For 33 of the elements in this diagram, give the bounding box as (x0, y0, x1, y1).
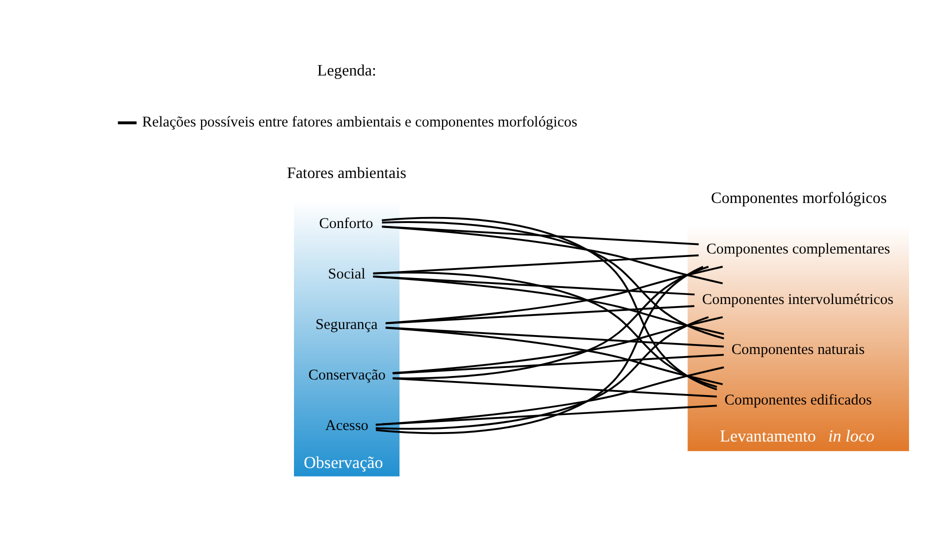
connector (373, 254, 699, 275)
legend-label: Relações possíveis entre fatores ambientais e componentes morfológicos (142, 114, 578, 130)
connector (376, 316, 709, 430)
connector (386, 266, 723, 324)
label: Fatores ambientais (286, 164, 406, 182)
connector (392, 354, 724, 374)
connector (382, 226, 699, 246)
connector (373, 276, 695, 296)
node-text: Componentes naturais (732, 342, 865, 358)
connector (376, 404, 717, 426)
node-text: Conservação (308, 367, 386, 384)
connector (392, 266, 709, 380)
connector (376, 366, 724, 426)
connector (382, 221, 724, 340)
connector (382, 226, 723, 284)
node-text: Conforto (319, 216, 374, 232)
node-text: Componentes complementares (706, 241, 890, 258)
label: Legenda: (317, 62, 376, 80)
connector (386, 326, 724, 348)
connector (382, 217, 718, 390)
connector (386, 326, 723, 386)
label: Componentes morfológicos (711, 190, 887, 208)
node-text: Componentes intervolumétricos (702, 292, 894, 308)
node-text: Segurança (315, 317, 378, 334)
connector (392, 316, 723, 374)
connector (373, 272, 718, 388)
connector (386, 305, 694, 324)
connector (376, 266, 704, 434)
node-text: Acesso (325, 418, 368, 434)
node-text: Social (328, 266, 366, 283)
node-text: Componentes edificados (724, 392, 872, 409)
connector (392, 378, 717, 398)
connector (372, 276, 724, 336)
